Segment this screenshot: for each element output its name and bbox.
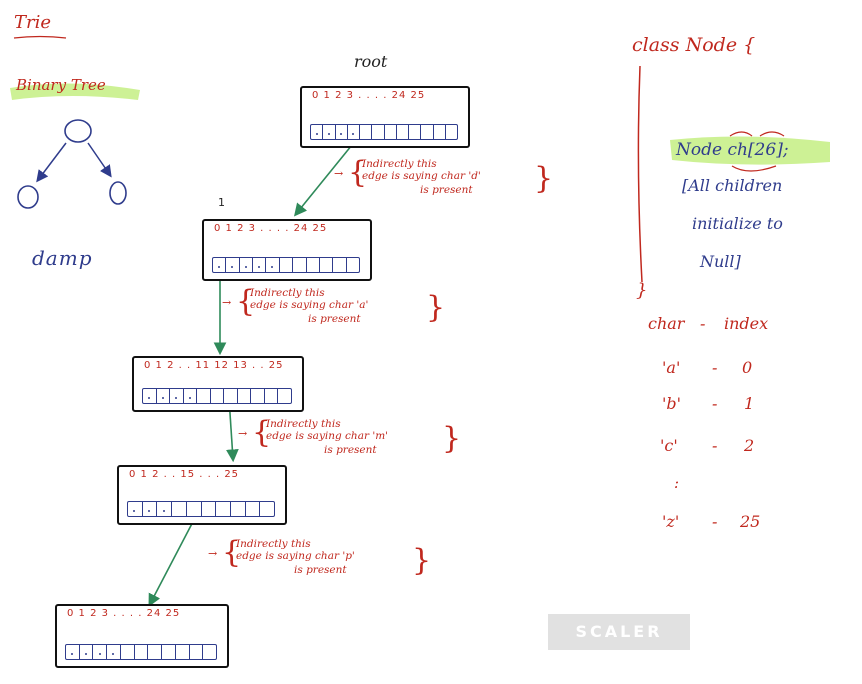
tree-right-edge	[87, 142, 112, 178]
binary-tree-highlight	[10, 83, 140, 100]
page-title: Trie	[14, 12, 52, 33]
class-node-comment-line-2: initialize to	[692, 214, 783, 233]
children-array	[212, 257, 360, 273]
annotation-arrow-icon: →	[222, 296, 232, 309]
children-array	[142, 388, 292, 404]
trie-node-p: 0 1 2 3 . . . . 24 25	[55, 604, 229, 668]
class-node-header: class Node {	[632, 34, 756, 56]
mapping-header-dash: -	[700, 314, 706, 333]
node-indices: 0 1 2 3 . . . . 24 25	[67, 608, 181, 619]
mapping-header-char: char	[648, 314, 685, 333]
mapping-dash: -	[712, 358, 718, 377]
mapping-dash: -	[712, 394, 718, 413]
mapping-index: 1	[744, 394, 755, 413]
annotation-char-a: → { Indirectly this edge is saying char …	[222, 284, 446, 326]
mapping-index: 0	[742, 358, 753, 377]
annotation-char-p: → { Indirectly this edge is saying char …	[208, 535, 432, 578]
trie-node-root: 0 1 2 3 . . . . 24 25	[300, 86, 470, 148]
annotation-char-m: → { Indirectly this edge is saying char …	[238, 415, 462, 457]
mapping-ellipsis: :	[674, 474, 680, 492]
mapping-index: 2	[744, 436, 755, 455]
class-node-field: Node ch[26];	[676, 140, 789, 160]
mapping-header-index: index	[724, 314, 769, 333]
mapping-char: 'b'	[662, 394, 682, 413]
children-array	[127, 501, 275, 517]
annotation-arrow-icon: →	[238, 427, 248, 440]
node-indices: 0 1 2 3 . . . . 24 25	[312, 90, 426, 101]
trie-node-d: 0 1 2 3 . . . . 24 25	[202, 219, 372, 281]
annotation-arrow-icon: →	[334, 167, 344, 180]
class-node-comment-line-3: Null]	[700, 252, 741, 271]
class-node-closing: }	[636, 280, 648, 301]
node-field-highlight	[670, 136, 830, 165]
trie-node-a: 0 1 2 . . 11 12 13 . . 25	[132, 356, 304, 412]
node-field-braces	[729, 131, 785, 172]
title-underline	[13, 35, 67, 39]
tree-root-circle	[64, 119, 92, 143]
mapping-char: 'c'	[660, 436, 678, 455]
tree-left-circle	[17, 185, 39, 209]
mapping-index: 25	[740, 512, 761, 531]
annotation-char-d: → { Indirectly this edge is saying char …	[334, 155, 554, 197]
class-node-comment-line-1: [All children	[682, 176, 783, 195]
node-indices: 0 1 2 3 . . . . 24 25	[214, 223, 328, 234]
scaler-watermark: SCALER	[548, 614, 690, 650]
example-word: damp	[32, 246, 93, 270]
level-marker: 1	[218, 196, 225, 209]
mapping-char: 'a'	[662, 358, 681, 377]
mapping-dash: -	[712, 436, 718, 455]
mapping-char: 'z'	[662, 512, 680, 531]
tree-right-circle	[109, 181, 127, 205]
binary-tree-label: Binary Tree	[16, 76, 106, 94]
root-label: root	[354, 52, 388, 71]
trie-node-m: 0 1 2 . . 15 . . . 25	[117, 465, 287, 525]
node-indices: 0 1 2 . . 15 . . . 25	[129, 469, 240, 480]
mapping-dash: -	[712, 512, 718, 531]
node-indices: 0 1 2 . . 11 12 13 . . 25	[144, 360, 284, 371]
children-array	[65, 644, 217, 660]
annotation-arrow-icon: →	[208, 547, 218, 560]
trie-edge-d	[293, 139, 357, 217]
class-body-bracket	[637, 65, 643, 283]
tree-left-edge	[36, 142, 67, 183]
children-array	[310, 124, 458, 140]
trie-edge-p	[148, 513, 198, 607]
